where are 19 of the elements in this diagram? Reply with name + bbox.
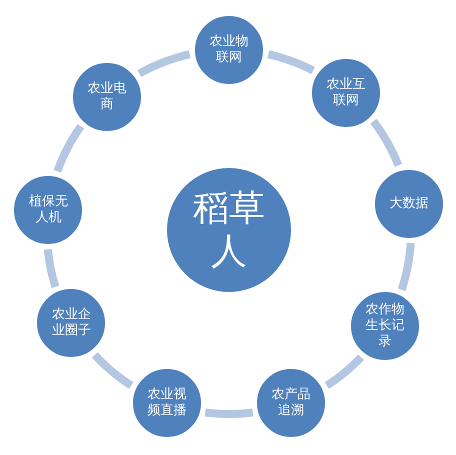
topic-label: 农业视频直播 [147,387,186,419]
ring-connector [266,50,315,74]
ring-connector [398,241,415,292]
topic-label: 农业互联网 [326,76,366,108]
ring-connector [54,124,84,173]
ring-connector [204,408,254,418]
ring-connector [44,247,60,289]
topic-label: 植保无人机 [28,194,68,226]
topic-label: 农业电商 [88,81,127,112]
ring-connector [324,354,364,389]
topic-label: 农业企业圈子 [52,307,91,339]
ring-connector [137,50,192,78]
topic-label: 大数据 [389,196,428,212]
topic-label: 稻草人 [193,186,265,274]
ring-connector [370,118,402,167]
ring-connector [92,352,134,389]
topic-label: 农业物联网 [210,34,248,66]
topic-label: 农产品追溯 [272,387,311,419]
topic-label: 农作物生长记录 [366,302,404,350]
